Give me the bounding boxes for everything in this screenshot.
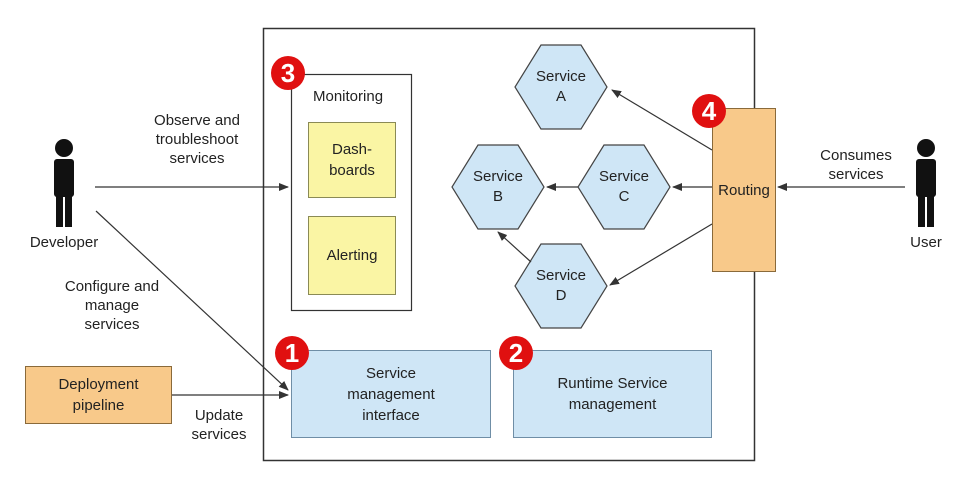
dashboards-label: Dash- boards <box>329 141 375 179</box>
service-a-hexagon <box>514 44 608 130</box>
alerting-box: Alerting <box>308 216 396 295</box>
runtime-service-management-label: Runtime Service management <box>557 375 668 413</box>
developer-label: Developer <box>29 234 99 251</box>
arrow-routing-d <box>609 223 713 286</box>
service-d-hexagon <box>514 243 608 329</box>
badge-2: 2 <box>499 336 533 370</box>
service-management-interface-label: Service management interface <box>347 364 435 424</box>
update-label: Update services <box>191 407 247 443</box>
alerting-label: Alerting <box>326 247 378 264</box>
arrow-configure <box>95 210 289 391</box>
badge-4: 4 <box>692 94 726 128</box>
badge-1: 1 <box>275 336 309 370</box>
runtime-service-management-box: Runtime Service management <box>513 350 712 438</box>
developer-icon <box>54 139 74 227</box>
deployment-pipeline-box: Deployment pipeline <box>25 366 172 424</box>
configure-label: Configure and manage services <box>64 278 160 333</box>
arrow-routing-a <box>611 89 713 151</box>
service-b-hexagon <box>451 144 545 230</box>
monitoring-title: Monitoring <box>313 88 384 105</box>
user-icon <box>916 139 936 227</box>
arrow-d-b <box>497 231 532 263</box>
routing-label: Routing <box>718 181 770 199</box>
consumes-label: Consumes services <box>820 147 892 183</box>
service-management-interface-box: Service management interface <box>291 350 491 438</box>
routing-box: Routing <box>712 108 776 272</box>
user-label: User <box>910 234 942 251</box>
dashboards-box: Dash- boards <box>308 122 396 198</box>
badge-3: 3 <box>271 56 305 90</box>
deployment-pipeline-label: Deployment pipeline <box>58 376 139 414</box>
observe-label: Observe and troubleshoot services <box>154 112 240 167</box>
